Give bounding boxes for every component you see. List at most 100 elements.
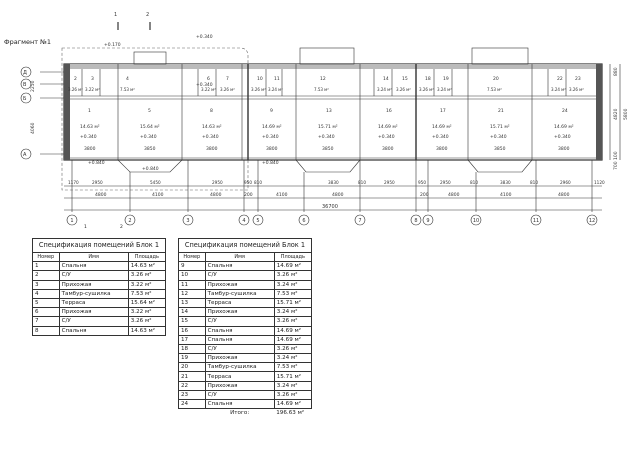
room-number-cell: 13 [178, 297, 206, 309]
room-level: +0.340 [432, 134, 449, 140]
room-area: 7.53 м² [487, 87, 502, 92]
room-number-cell: 8 [32, 325, 60, 336]
room-name-cell: С/У [204, 389, 275, 401]
room-number: 17 [440, 108, 446, 114]
room-area-cell: 14.69 м² [273, 334, 313, 345]
total-label: Итого: [230, 410, 250, 417]
room-area-cell: 14.69 м² [273, 325, 313, 336]
room-number: 21 [498, 108, 504, 114]
room-number-cell: 11 [178, 279, 206, 290]
room-area: 3.26 м² [220, 87, 235, 92]
room-name-cell: Прихожая [58, 279, 129, 290]
spec-mark-1: 1 [84, 225, 87, 230]
room-number: 5 [148, 108, 151, 114]
room-area-cell: 14.63 м² [127, 261, 167, 272]
dimension-label: 4100 [152, 192, 164, 198]
room-area: 3.24 м² [437, 87, 452, 92]
room-area: 7.53 м² [314, 87, 329, 92]
room-area: 14.69 м² [554, 124, 574, 130]
room-name-cell: Тамбур-сушилка [58, 288, 129, 299]
axis-number: 10 [473, 218, 479, 224]
floor-plan-drawing: 1 2 Фрагмент №1 +0.170 +0.340 +0.340 +0.… [4, 12, 629, 226]
dimension-label: 950 [244, 180, 252, 185]
dimension-label: 1120 [594, 180, 605, 185]
room-width: 3850 [494, 146, 506, 152]
dimension-label: 1170 [68, 180, 79, 185]
axis-letter: В [23, 82, 27, 88]
col-header: Площадь [127, 251, 167, 263]
room-number-cell: 10 [178, 270, 206, 281]
room-area-cell: 3.24 м² [273, 380, 313, 391]
room-area-cell: 3.26 м² [273, 270, 313, 281]
axis-letter: Б [23, 96, 27, 102]
room-number-cell: 16 [178, 325, 206, 336]
room-name-cell: Спальня [204, 334, 275, 345]
room-number-cell: 15 [178, 316, 206, 327]
dimension-label: 3830 [500, 180, 511, 185]
dimension-label: 810 [358, 180, 366, 185]
room-number: 14 [383, 76, 389, 82]
total-dimension: 36700 [322, 204, 338, 210]
room-number-cell: 22 [178, 380, 206, 391]
room-number-cell: 4 [32, 288, 60, 299]
room-number: 10 [257, 76, 263, 82]
room-number: 18 [425, 76, 431, 82]
axis-number: 9 [426, 218, 429, 224]
room-number-cell: 19 [178, 353, 206, 364]
room-area: 14.69 м² [378, 124, 398, 130]
room-number: 15 [402, 76, 408, 82]
room-width: 3850 [144, 146, 156, 152]
room-name-cell: С/У [204, 270, 275, 281]
right-dim: 5800 [623, 108, 629, 120]
room-area: 3.26 м² [396, 87, 411, 92]
room-number-cell: 12 [178, 288, 206, 299]
col-header: Имя [204, 251, 275, 263]
dimension-label: 5450 [150, 180, 161, 185]
room-area-cell: 3.22 м² [127, 279, 167, 290]
room-number: 3 [91, 76, 94, 82]
room-name-cell: Терраса [58, 297, 129, 309]
level-mark: +0.840 [262, 160, 279, 166]
room-area: 3.24 м² [551, 87, 566, 92]
dimension-label: 3830 [328, 180, 339, 185]
axis-number: 5 [256, 218, 259, 224]
level-mark: +0.340 [196, 34, 213, 40]
room-area-cell: 3.26 м² [127, 316, 167, 327]
right-dim: 4820 [613, 108, 619, 120]
room-width: 3800 [266, 146, 278, 152]
dimension-label: 4800 [558, 192, 570, 198]
room-number: 6 [207, 76, 210, 82]
room-area-cell: 3.24 м² [273, 307, 313, 318]
level-mark: +0.840 [142, 166, 159, 172]
dimension-label: 4800 [332, 192, 344, 198]
room-name-cell: Прихожая [204, 380, 275, 391]
room-area-cell: 3.24 м² [273, 353, 313, 364]
room-area-cell: 14.69 м² [273, 261, 313, 272]
room-number: 1 [88, 108, 91, 114]
room-number-cell: 3 [32, 279, 60, 290]
room-name-cell: С/У [204, 316, 275, 327]
room-number: 23 [575, 76, 581, 82]
dimension-label: 4100 [500, 192, 512, 198]
room-name-cell: Терраса [204, 297, 275, 309]
room-area: 15.64 м² [140, 124, 160, 130]
dimension-label: 4800 [448, 192, 460, 198]
dimension-label: 4100 [276, 192, 288, 198]
room-area: 15.71 м² [318, 124, 338, 130]
right-dim: 700 [613, 161, 619, 170]
spec-table-right: Спецификация помещений Блок 1 Номер Имя … [178, 238, 313, 417]
room-area-cell: 14.63 м² [127, 325, 167, 336]
